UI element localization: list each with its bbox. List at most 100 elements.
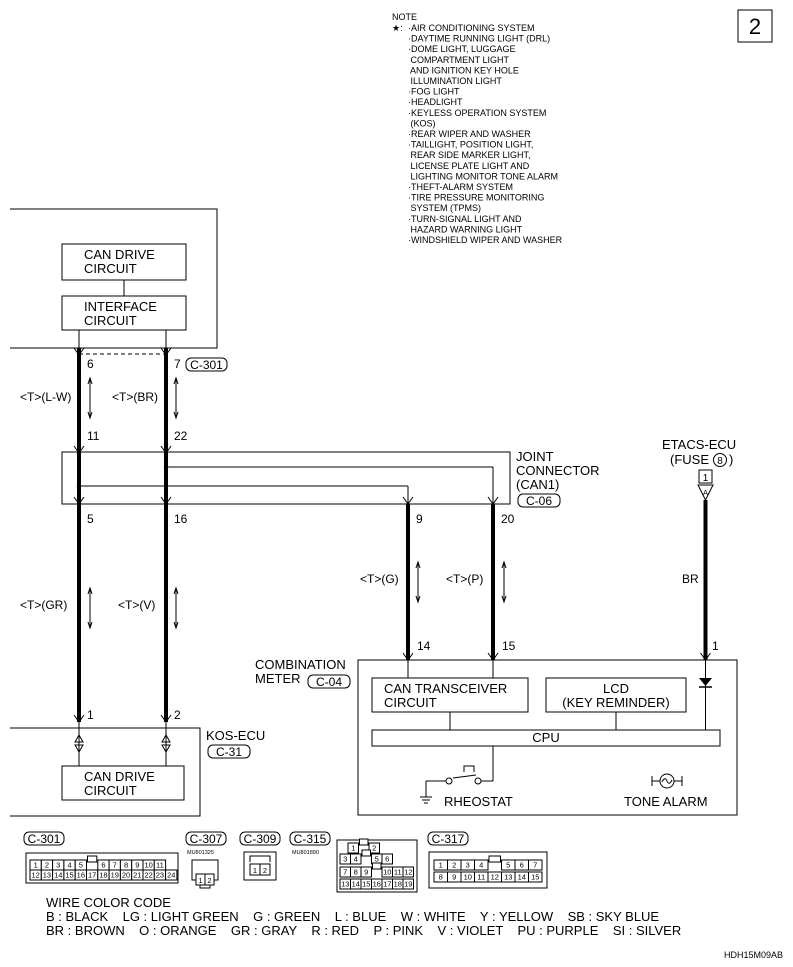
wire-label-etacs-br: BR [682,572,699,586]
connector-c04-tag: C-04 [307,674,351,689]
c317-pin: 15 [531,873,539,882]
wire-label-v: <T>(V) [118,598,155,612]
lcd-key-reminder [545,677,687,713]
pin-5: 5 [87,512,94,526]
can-transceiver-circuit [371,677,529,713]
c301-pin: 1 [34,861,38,870]
c315-pin: 4 [354,855,358,864]
note-line: HAZARD WARNING LIGHT [408,224,523,234]
lcd-line1: LCD [603,681,629,696]
c315-cell [347,842,359,854]
etacs-label: ETACS-ECU [662,437,736,452]
etacs-fuse-box: 1 [703,473,709,484]
etacs-fuse-label: (FUSE [670,452,709,467]
c315-pin: 7 [343,868,347,877]
note-line: ·AIR CONDITIONING SYSTEM [408,23,535,33]
pin-22: 22 [174,429,188,443]
wire-color-code-line1: B : BLACK LG : LIGHT GREEN G : GREEN L :… [46,909,659,924]
interface-line1: INTERFACE [84,299,157,314]
wire-color-code: WIRE COLOR CODE B : BLACK LG : LIGHT GRE… [46,895,681,938]
etacs-fuse-number: 8 [717,456,723,467]
etacs-pin-letter: A [703,488,708,497]
c301-pin: 24 [167,871,175,880]
c317-cell [474,859,489,871]
c317-pin: 10 [464,873,472,882]
pin-kos-1: 1 [87,708,94,722]
c307-part-number: MU801325 [187,850,214,856]
connector-view-c309: C-309 1 2 [239,831,281,881]
c301-pin: 14 [54,871,62,880]
c309-pin-1: 1 [253,866,257,875]
c04-tag-label: C-04 [316,675,342,689]
note-line: ·TURN-SIGNAL LIGHT AND [408,214,522,224]
c315-cell [402,878,414,890]
c317-pin: 12 [491,873,499,882]
meter-label-line2: METER [255,671,301,686]
pin-kos-2: 2 [174,708,181,722]
c301-tag-label: C-301 [190,358,223,372]
note-line: ·DOME LIGHT, LUGGAGE [408,44,516,54]
c301-pin: 3 [56,861,60,870]
c301-pin: 5 [79,861,83,870]
page-number-box: 2 [737,9,773,43]
c315-cell [350,853,362,865]
c315-pin: 9 [364,868,368,877]
joint-connector-line3: (CAN1) [516,477,559,492]
c315-key [359,838,369,846]
c315-pin: 11 [394,868,402,877]
c301-pin: 18 [99,871,107,880]
note-line: ·FOG LIGHT [408,87,460,97]
c315-cell [381,853,393,865]
joint-connector [61,451,511,505]
figure-code: HDH15M09AB [724,950,783,960]
c317-pin: 7 [533,861,537,870]
etacs-ecu: ETACS-ECU (FUSE 8 ) 1 A [662,437,736,661]
c315-key [361,849,371,857]
rheostat-label: RHEOSTAT [444,794,513,809]
top-can-drive-line1: CAN DRIVE [84,247,155,262]
note-line: REAR SIDE MARKER LIGHT, [408,150,531,160]
c301-pin: 7 [113,861,117,870]
connector-view-c307: C-307 MU801325 1 2 [185,831,227,889]
top-unit: CAN DRIVE CIRCUIT INTERFACE CIRCUIT [10,208,218,349]
c317-pin: 5 [506,861,510,870]
wire-label-l-w: <T>(L-W) [20,390,71,404]
c317-pin: 3 [466,861,470,870]
note-lines: ·AIR CONDITIONING SYSTEM·DAYTIME RUNNING… [408,23,563,245]
note-marker: ★: [392,23,403,33]
c315-pin: 15 [362,880,370,889]
bidir-arrow [415,560,421,604]
note-line: COMPARTMENT LIGHT [408,55,510,65]
note-line: ·KEYLESS OPERATION SYSTEM [408,108,546,118]
c315-pin: 19 [404,880,412,889]
kos-can-drive-line1: CAN DRIVE [84,769,155,784]
combination-meter: CAN TRANSCEIVER CIRCUIT LCD (KEY REMINDE… [357,659,738,816]
transceiver-line2: CIRCUIT [384,695,437,710]
c301-pin: 9 [135,861,139,870]
c301-pin: 15 [65,871,73,880]
can-wires [73,347,179,454]
pin-15: 15 [502,639,516,653]
c301-pin: 4 [67,861,71,870]
note-line: LICENSE PLATE LIGHT AND [408,161,530,171]
bidir-arrow [173,376,179,420]
tone-alarm-label: TONE ALARM [624,794,708,809]
bidir-arrow [173,586,179,630]
c315-pin: 8 [354,868,358,877]
joint-connector-line1: JOINT [516,449,554,464]
c317-pin: 11 [477,873,485,882]
c317-pin: 9 [452,873,456,882]
c301-pin: 21 [133,871,141,880]
wire-color-code-line2: BR : BROWN O : ORANGE GR : GRAY R : RED … [46,923,681,938]
pin-11: 11 [87,429,100,443]
note-line: ·THEFT-ALARM SYSTEM [408,182,513,192]
c315-cell [360,866,372,878]
kos-ecu: CAN DRIVE CIRCUIT [10,722,201,817]
c315-pin: 3 [343,855,347,864]
bidir-arrow [87,376,93,420]
c301-pin: 23 [156,871,164,880]
wire-color-code-title: WIRE COLOR CODE [46,895,171,910]
